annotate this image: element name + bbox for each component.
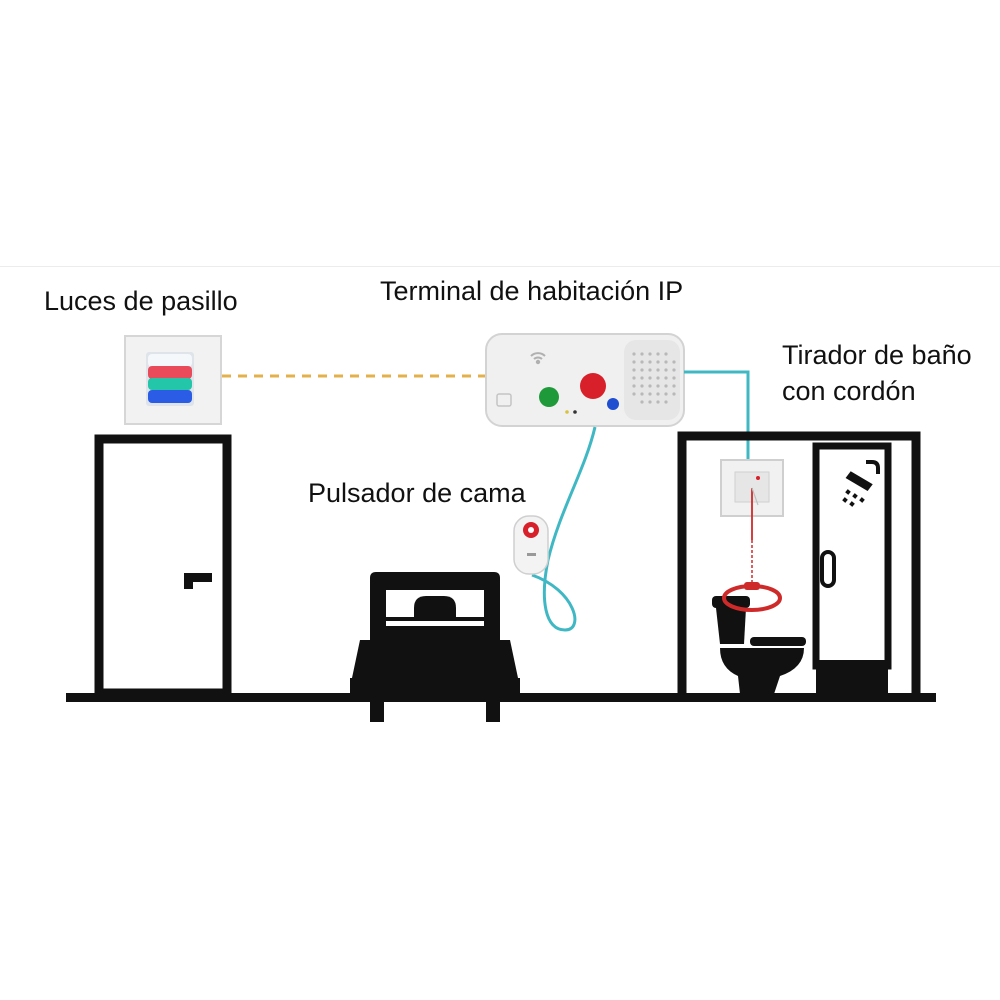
label-bed-button: Pulsador de cama: [308, 478, 526, 508]
bathroom-outline: [677, 431, 921, 693]
green-button: [539, 387, 559, 407]
shower-cabin: [812, 442, 892, 694]
wifi-icon: [530, 352, 546, 365]
shower-icon: [842, 460, 880, 507]
label-hallway-lights: Luces de pasillo: [44, 286, 238, 316]
toilet-icon: [712, 596, 806, 694]
room-terminal-device: [485, 333, 685, 427]
label-bath-pull-cord-line1: Tirador de baño: [782, 340, 972, 370]
label-room-terminal: Terminal de habitación IP: [380, 276, 684, 306]
bath-pull-cord-switch: [720, 459, 784, 612]
blue-button: [607, 398, 619, 410]
top-divider: [0, 266, 1000, 267]
terminal-to-bath-cable: [684, 370, 750, 460]
speaker-grille: [632, 352, 676, 404]
entrance-door: [94, 434, 232, 698]
label-bath-pull-cord-line2: con cordón: [782, 376, 916, 406]
red-call-button: [580, 373, 606, 399]
bed-button-handset: [513, 515, 549, 575]
hallway-light-device: [124, 335, 222, 425]
terminal-to-bed-cable: [531, 426, 597, 632]
floor-line: [66, 693, 936, 702]
bed-icon: [350, 572, 520, 722]
